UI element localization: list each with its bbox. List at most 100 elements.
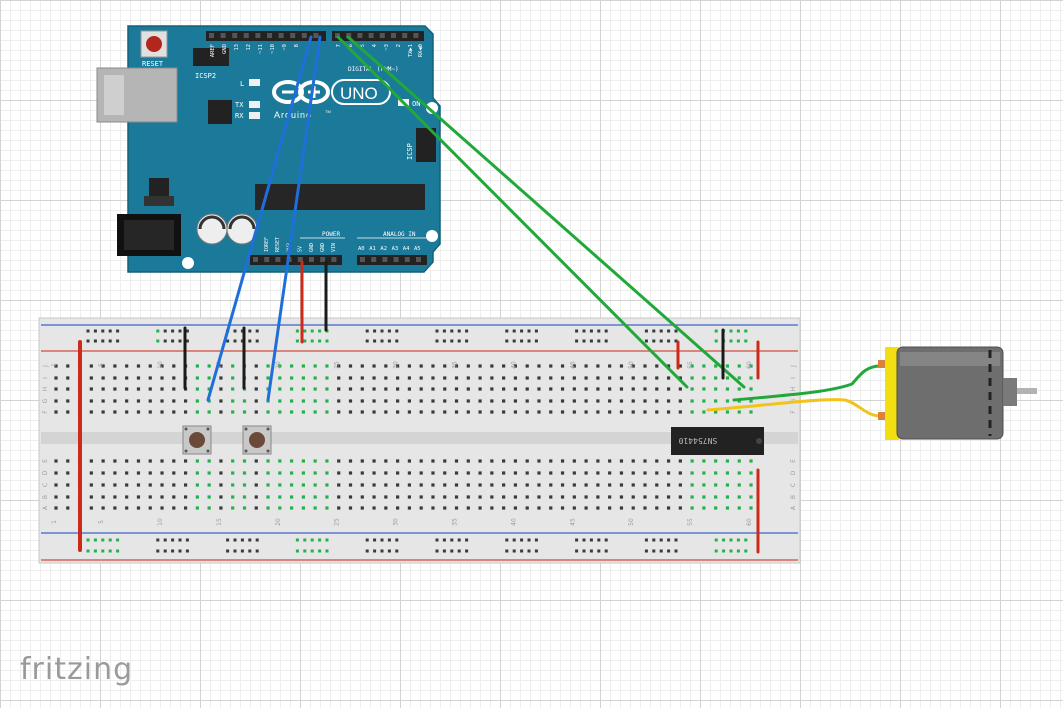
header-pin[interactable] [232, 33, 238, 38]
breadboard-hole[interactable] [66, 387, 70, 391]
header-pin[interactable] [360, 257, 365, 262]
rail-hole[interactable] [534, 549, 538, 553]
breadboard-hole[interactable] [254, 387, 258, 391]
rail-hole[interactable] [714, 549, 718, 553]
breadboard-hole[interactable] [666, 364, 671, 368]
breadboard-hole[interactable] [195, 364, 199, 368]
rail-hole[interactable] [644, 339, 648, 343]
breadboard-hole[interactable] [242, 459, 247, 463]
breadboard-hole[interactable] [160, 495, 164, 499]
rail-hole[interactable] [589, 329, 593, 333]
breadboard-hole[interactable] [714, 506, 718, 510]
breadboard-hole[interactable] [172, 506, 176, 510]
rail-hole[interactable] [505, 339, 509, 343]
breadboard-hole[interactable] [407, 483, 411, 487]
breadboard-hole[interactable] [690, 364, 694, 368]
breadboard-hole[interactable] [749, 471, 753, 475]
breadboard-hole[interactable] [301, 483, 305, 487]
breadboard-hole[interactable] [384, 459, 388, 463]
h-bridge-chip[interactable]: SN754410 [671, 427, 764, 455]
breadboard-hole[interactable] [148, 506, 152, 510]
breadboard-hole[interactable] [101, 495, 105, 499]
rail-hole[interactable] [156, 538, 160, 542]
breadboard-hole[interactable] [360, 459, 364, 463]
breadboard-hole[interactable] [725, 495, 730, 499]
breadboard-hole[interactable] [560, 376, 565, 380]
breadboard-hole[interactable] [560, 459, 565, 463]
breadboard-hole[interactable] [113, 387, 117, 391]
breadboard-hole[interactable] [572, 399, 576, 403]
rail-hole[interactable] [395, 339, 399, 343]
breadboard-hole[interactable] [231, 471, 235, 475]
breadboard-hole[interactable] [219, 483, 223, 487]
breadboard-hole[interactable] [513, 459, 518, 463]
breadboard-hole[interactable] [666, 495, 671, 499]
breadboard-hole[interactable] [136, 376, 141, 380]
rail-hole[interactable] [652, 538, 656, 542]
breadboard-hole[interactable] [643, 483, 647, 487]
breadboard-hole[interactable] [572, 495, 576, 499]
breadboard-hole[interactable] [419, 410, 423, 414]
breadboard-hole[interactable] [148, 483, 152, 487]
breadboard-hole[interactable] [502, 387, 506, 391]
breadboard-hole[interactable] [702, 483, 706, 487]
breadboard-hole[interactable] [560, 483, 565, 487]
breadboard-hole[interactable] [372, 506, 376, 510]
breadboard-hole[interactable] [337, 495, 341, 499]
breadboard-hole[interactable] [537, 410, 541, 414]
breadboard-hole[interactable] [266, 364, 270, 368]
breadboard-hole[interactable] [172, 399, 176, 403]
breadboard-hole[interactable] [749, 364, 753, 368]
breadboard-hole[interactable] [325, 387, 329, 391]
push-button-2[interactable] [242, 425, 272, 455]
rail-hole[interactable] [435, 329, 439, 333]
breadboard-hole[interactable] [89, 471, 93, 475]
rail-hole[interactable] [465, 329, 469, 333]
breadboard-hole[interactable] [254, 495, 258, 499]
rail-hole[interactable] [255, 329, 259, 333]
breadboard-hole[interactable] [348, 483, 353, 487]
breadboard-hole[interactable] [66, 495, 70, 499]
breadboard-hole[interactable] [549, 364, 553, 368]
breadboard-hole[interactable] [125, 410, 129, 414]
breadboard-hole[interactable] [513, 399, 518, 403]
breadboard-hole[interactable] [301, 364, 305, 368]
rail-hole[interactable] [604, 538, 608, 542]
breadboard-hole[interactable] [313, 483, 317, 487]
breadboard-hole[interactable] [301, 459, 305, 463]
rail-hole[interactable] [373, 329, 377, 333]
breadboard-hole[interactable] [325, 495, 329, 499]
breadboard-hole[interactable] [454, 399, 459, 403]
breadboard-hole[interactable] [290, 471, 294, 475]
rail-hole[interactable] [226, 538, 230, 542]
rail-hole[interactable] [318, 538, 322, 542]
rail-hole[interactable] [512, 339, 516, 343]
rail-hole[interactable] [163, 339, 167, 343]
breadboard-hole[interactable] [549, 483, 553, 487]
breadboard-hole[interactable] [136, 387, 141, 391]
breadboard-hole[interactable] [89, 459, 93, 463]
breadboard-hole[interactable] [419, 471, 423, 475]
rail-hole[interactable] [457, 339, 461, 343]
rail-hole[interactable] [597, 549, 601, 553]
breadboard-hole[interactable] [725, 387, 730, 391]
breadboard-hole[interactable] [490, 387, 494, 391]
breadboard-hole[interactable] [443, 410, 447, 414]
breadboard-hole[interactable] [360, 376, 364, 380]
breadboard-hole[interactable] [608, 459, 612, 463]
header-pin[interactable] [209, 33, 214, 38]
rail-hole[interactable] [86, 538, 90, 542]
breadboard-hole[interactable] [195, 495, 199, 499]
breadboard-hole[interactable] [54, 376, 58, 380]
rail-hole[interactable] [442, 538, 446, 542]
breadboard-hole[interactable] [384, 399, 388, 403]
breadboard-hole[interactable] [125, 471, 129, 475]
breadboard-hole[interactable] [372, 364, 376, 368]
breadboard-hole[interactable] [101, 471, 105, 475]
breadboard-hole[interactable] [419, 399, 423, 403]
rail-hole[interactable] [604, 549, 608, 553]
rail-hole[interactable] [589, 339, 593, 343]
breadboard-hole[interactable] [207, 506, 211, 510]
rail-hole[interactable] [744, 329, 748, 333]
breadboard-hole[interactable] [290, 410, 294, 414]
